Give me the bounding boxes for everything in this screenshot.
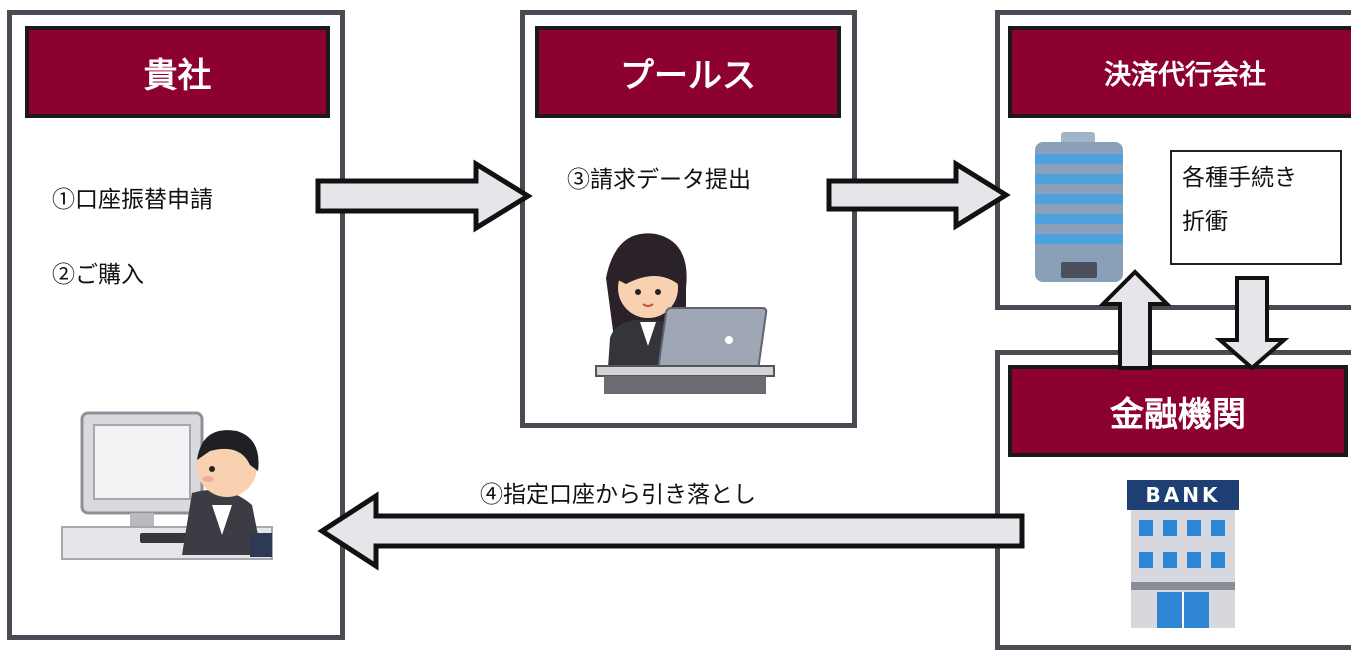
step-1-label: ①口座振替申請	[52, 187, 213, 213]
bank-title: 金融機関	[1110, 394, 1246, 435]
note-line-1: 各種手続き	[1182, 165, 1297, 191]
step-4-label: ④指定口座から引き落とし	[480, 482, 756, 508]
pulse-header: プールス	[535, 26, 841, 118]
pulse-title: プールス	[620, 55, 756, 96]
office-worker-male-icon	[61, 411, 273, 560]
note-line-2: 折衝	[1182, 209, 1228, 235]
step-3-label: ③請求データ提出	[567, 167, 751, 193]
bank-sign-text: BANK	[1146, 483, 1221, 507]
payment-agent-title: 決済代行会社	[1104, 59, 1266, 91]
office-worker-female-icon	[595, 233, 775, 394]
procedures-note: 各種手続き 折衝	[1170, 150, 1342, 265]
payment-agent-header: 決済代行会社	[1008, 26, 1351, 118]
step-2-label: ②ご購入	[52, 262, 144, 288]
bank-header: 金融機関	[1008, 365, 1348, 457]
company-header: 貴社	[25, 26, 330, 118]
office-building-icon	[1035, 132, 1123, 282]
company-title: 貴社	[143, 55, 212, 96]
bank-building-icon: BANK	[1127, 480, 1239, 628]
